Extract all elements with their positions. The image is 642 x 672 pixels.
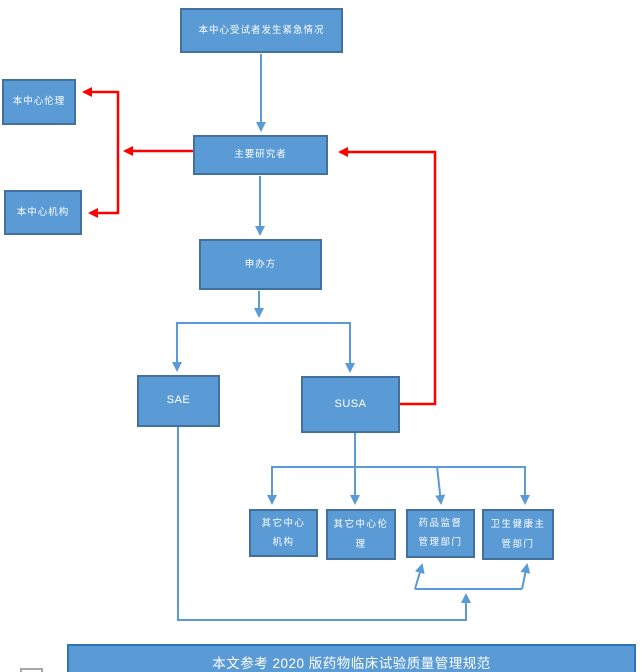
node-emergency[interactable]: 本中心受试者发生紧急情况 [180,8,343,53]
arrow-up-to-drug-admin [414,563,425,590]
node-health-admin-line1: 卫生健康主 [490,519,546,531]
arrow-up-to-health-admin [520,563,531,590]
node-susa-label: SUSA [334,397,367,410]
node-other-center-institution[interactable]: 其它中心 机构 [249,509,318,557]
node-pi[interactable]: 主要研究者 [193,135,328,175]
node-emergency-label: 本中心受试者发生紧急情况 [198,24,325,36]
node-susa[interactable]: SUSA [301,376,400,433]
node-sae[interactable]: SAE [137,375,220,427]
node-drug-admin-line2: 管理部门 [418,537,463,549]
node-other-center-institution-line1: 其它中心 [261,518,306,530]
node-other-center-institution-line2: 机构 [272,536,295,548]
node-other-center-ethics-line2: 理 [355,538,367,550]
node-health-admin-line2: 管部门 [501,538,535,550]
node-center-ethics[interactable]: 本中心伦理 [2,79,76,125]
node-center-institution-label: 本中心机构 [16,206,70,218]
node-sae-label: SAE [166,394,191,407]
node-sponsor-label: 申办方 [244,258,277,270]
footer-reference-bar[interactable]: 本文参考 2020 版药物临床试验质量管理规范 [67,644,636,672]
footer-reference-text: 本文参考 2020 版药物临床试验质量管理规范 [212,656,491,671]
node-pi-label: 主要研究者 [234,149,287,161]
node-other-center-ethics[interactable]: 其它中心伦 理 [326,509,396,560]
node-drug-admin[interactable]: 药品监督 管理部门 [406,509,475,558]
corner-handle[interactable] [20,668,43,672]
node-health-admin[interactable]: 卫生健康主 管部门 [482,509,554,560]
node-center-ethics-label: 本中心伦理 [12,96,66,108]
node-drug-admin-line1: 药品监督 [418,518,463,530]
arrow-to-drug-admin [435,465,446,505]
node-sponsor[interactable]: 申办方 [199,239,322,290]
node-other-center-ethics-line1: 其它中心伦 [333,519,389,531]
node-center-institution[interactable]: 本中心机构 [4,190,82,235]
red-path-susa-to-pi [338,147,437,406]
